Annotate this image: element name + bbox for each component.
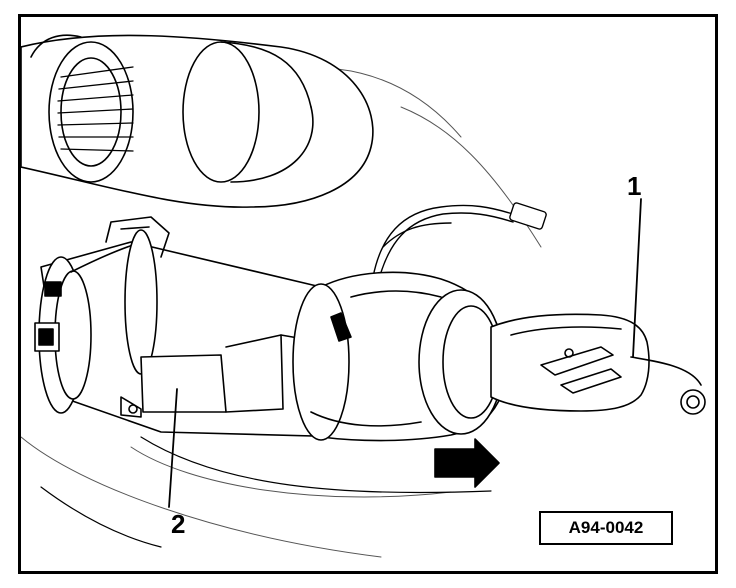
ignition-lock-housing (34, 216, 352, 438)
lock-cylinder (292, 271, 508, 442)
leader-lines (168, 198, 642, 508)
diagram-frame: 1 2 A94-0042 (18, 14, 718, 574)
callout-2: 2 (171, 509, 186, 539)
steering-shaft (21, 34, 374, 208)
steering-column-illustration (21, 34, 706, 558)
direction-arrow (434, 438, 500, 488)
wire-harness (372, 202, 547, 280)
callout-1: 1 (627, 171, 642, 201)
figure-id-label: A94-0042 (539, 511, 673, 545)
base-contours (40, 436, 492, 548)
ignition-key (490, 313, 706, 415)
